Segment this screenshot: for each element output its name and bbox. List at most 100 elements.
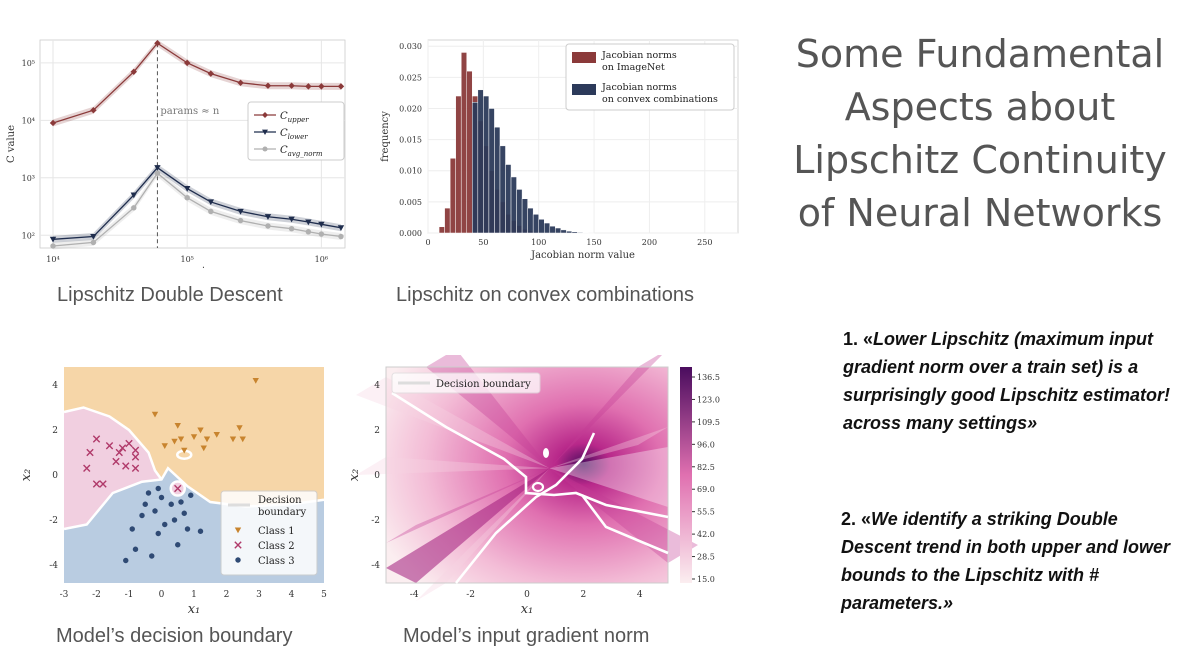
data-point <box>175 542 181 548</box>
x-tick-label: 150 <box>586 238 601 247</box>
legend-marker <box>262 112 268 118</box>
data-point <box>161 443 168 449</box>
series-c-upper <box>49 39 345 127</box>
data-point <box>190 434 198 440</box>
legend-swatch <box>572 84 596 95</box>
histogram-bar <box>460 52 468 234</box>
data-point <box>131 453 140 461</box>
data-point <box>184 194 190 201</box>
y-tick-label: 10⁴ <box>22 116 35 125</box>
data-point <box>184 526 191 532</box>
decision-boundary-line <box>454 432 596 584</box>
data-point <box>50 243 56 249</box>
series-class-3 <box>123 485 204 564</box>
legend-box <box>391 372 541 394</box>
legend-label-0: Cupper <box>280 111 309 124</box>
annotation-label: params ≈ n <box>160 106 219 117</box>
data-point <box>125 439 133 448</box>
data-point <box>264 214 272 220</box>
histogram-bar <box>544 222 551 234</box>
data-point <box>337 83 345 90</box>
data-point <box>197 528 204 534</box>
histogram-bar <box>510 176 517 234</box>
data-point <box>115 448 123 457</box>
x-axis-label: x₁ <box>188 602 201 617</box>
gradient-ray <box>549 447 668 507</box>
data-point <box>154 170 161 176</box>
histogram-bar <box>494 126 501 234</box>
data-point <box>239 436 246 443</box>
legend-box <box>247 101 345 161</box>
y-tick-label: 0.005 <box>399 198 422 207</box>
boundary-island <box>543 448 549 458</box>
data-point <box>318 83 325 90</box>
confidence-band <box>53 39 341 127</box>
legend-label-line2: on convex combinations <box>602 94 718 105</box>
double-descent-chart: 10⁴10⁵10⁶10²10³10⁴10⁵parametersC valuepa… <box>6 39 346 268</box>
data-point <box>265 223 271 229</box>
data-point <box>177 436 185 443</box>
x-tick-label: 1 <box>191 590 197 600</box>
y-tick-label: 10² <box>22 231 35 240</box>
x-tick-label: -3 <box>60 590 69 600</box>
histogram-bar <box>449 158 456 234</box>
point-text: We identify a striking Double Descent tr… <box>841 509 1171 613</box>
confidence-band <box>53 169 341 250</box>
data-point <box>118 444 127 452</box>
x-tick-label: 0 <box>425 238 430 247</box>
histogram-series-1 <box>472 89 595 234</box>
data-point <box>151 411 159 418</box>
histogram-bar <box>488 108 495 234</box>
caption-convex: Lipschitz on convex combinations <box>396 284 694 306</box>
data-point <box>129 526 135 532</box>
data-point <box>188 492 194 498</box>
y-tick-label: 0.010 <box>399 167 422 176</box>
caption-gradient: Model’s input gradient norm <box>403 625 650 647</box>
histogram-bar <box>438 226 445 234</box>
x-tick-label: -4 <box>410 590 419 600</box>
data-point <box>237 79 244 86</box>
histogram-bar <box>472 102 479 234</box>
plot-frame <box>385 366 669 584</box>
colorbar-tick-label: 55.5 <box>697 508 715 517</box>
y-axis-label: C value <box>6 125 17 163</box>
y-tick-label: -2 <box>371 516 380 526</box>
data-point <box>183 185 191 192</box>
legend-marker <box>235 557 241 563</box>
decision-boundary-line <box>63 406 163 481</box>
point-text: Lower Lipschitz (maximum input gradient … <box>843 329 1171 433</box>
data-point <box>305 83 312 90</box>
data-point <box>155 485 161 492</box>
histogram-bar <box>527 207 534 234</box>
data-point <box>174 484 182 493</box>
data-point <box>86 448 94 457</box>
y-tick-label: 0 <box>374 471 380 481</box>
data-point <box>207 70 215 77</box>
page-title: Some Fundamental Aspects about Lipschitz… <box>793 32 1167 235</box>
legend-label-line1: Jacobian norms <box>601 50 677 61</box>
series-c-lower <box>49 164 345 243</box>
series-class-1 <box>151 377 259 454</box>
y-tick-label: 10⁵ <box>22 59 35 68</box>
y-tick-label: 0.025 <box>399 73 422 82</box>
legend-label: Decision <box>258 495 302 506</box>
data-point <box>122 462 130 470</box>
key-point-2: 2. «We identify a striking Double Descen… <box>841 505 1171 617</box>
x-tick-label: 250 <box>697 238 712 247</box>
colorbar-tick-label: 28.5 <box>697 553 715 562</box>
data-point <box>168 501 174 507</box>
data-point <box>162 521 168 528</box>
histogram-bar <box>571 231 578 234</box>
data-point <box>132 546 139 552</box>
data-point <box>318 221 325 228</box>
data-point <box>305 219 312 226</box>
confidence-band <box>53 164 341 243</box>
x-axis-label: x₁ <box>521 602 534 617</box>
data-point <box>174 422 181 429</box>
data-point <box>183 59 191 67</box>
histogram-bar <box>455 95 462 234</box>
x-tick-label: -2 <box>92 590 101 600</box>
data-point <box>178 499 184 505</box>
